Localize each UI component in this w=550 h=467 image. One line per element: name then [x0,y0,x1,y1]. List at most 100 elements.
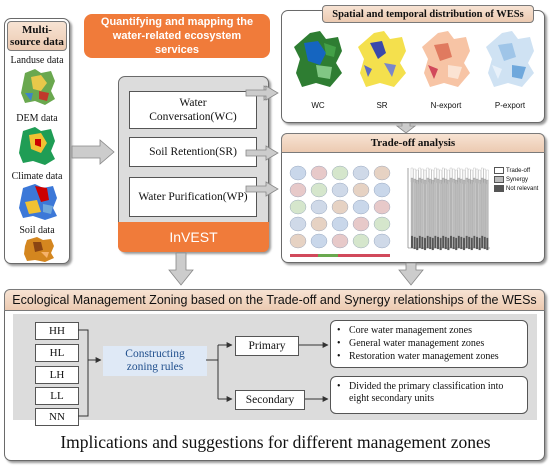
spatial-panel: Spatial and temporal distribution of WES… [281,5,545,123]
legend-item-synergy: Synergy [494,175,542,184]
tradeoff-panel: Trade-off analysis Trade-off Synergy Not… [281,133,545,263]
n-export-map-label: N-export [430,100,462,110]
arrow-invest-down [168,252,194,286]
mini-bar [431,237,434,251]
mini-bar [449,235,453,249]
mini-bar [416,237,419,251]
mini-map [373,182,391,198]
mini-map [331,182,349,198]
mini-bar [423,179,427,239]
mini-bar [457,177,460,237]
sr-map [358,31,406,87]
mini-map [331,216,349,232]
model-sr-box: Soil Retention(SR) [129,137,257,167]
mini-map [331,165,349,181]
mini-bar [473,235,476,249]
primary-box: Primary [235,336,299,356]
n-export-map [422,31,470,87]
secondary-box: Secondary [235,390,305,410]
mini-bar [418,235,421,249]
mini-bar [465,177,468,237]
mini-bar [444,178,447,238]
mini-map [289,216,307,232]
mini-map [310,216,328,232]
arrow-data-to-invest [71,139,115,165]
climate-map [19,184,57,220]
mini-bar [481,177,484,237]
mini-bar [434,177,437,237]
p-export-map-label: P-export [494,100,526,110]
mini-bar [452,178,455,238]
mini-bar [434,235,437,249]
mini-bar [470,237,473,251]
mini-bar [439,179,442,239]
secondary-units-box: • Divided the primary classification int… [330,376,528,414]
mini-bar [455,179,458,239]
mini-map [289,165,307,181]
mini-bar [442,177,445,237]
mini-map [373,216,391,232]
p-export-map [486,31,534,87]
tradeoff-title: Trade-off analysis [281,133,545,153]
primary-zone-core: •Core water management zones [337,325,473,336]
mini-bar [478,237,481,251]
mini-map [289,182,307,198]
primary-zone-restoration: •Restoration water management zones [337,351,499,362]
mini-bar [426,177,429,237]
mini-bar [418,177,421,237]
mini-bar [468,178,471,238]
tradeoff-bar-chart [407,167,490,251]
mini-bar [442,235,445,249]
mini-bar [483,178,486,238]
mini-bar [460,236,463,250]
mini-bar [481,235,484,249]
zoning-rules-box: Constructing zoning rules [103,346,207,376]
mini-bar [429,178,432,238]
mini-bar [421,236,424,250]
mini-bar [452,236,455,250]
mini-map [310,199,328,215]
mini-bar [475,236,479,250]
implications-text: Implications and suggestions for differe… [60,431,491,452]
mini-map [352,216,370,232]
mini-bar [486,237,489,251]
mini-bar [421,178,424,238]
code-ll: LL [35,387,79,405]
mini-bar [413,236,416,250]
invest-label: InVEST [118,222,269,252]
primary-zone-general: •General water management zones [337,338,485,349]
mini-bar [473,177,476,237]
mini-map [373,199,391,215]
mini-bar [447,179,450,239]
wc-map [294,31,342,87]
mini-map [331,199,349,215]
mini-bar [468,236,471,250]
code-hh: HH [35,322,79,340]
spatial-title: Spatial and temporal distribution of WES… [322,5,534,23]
wc-map-label: WC [311,100,325,110]
mini-map [352,182,370,198]
legend-item-not-relevant: Not relevant [494,184,542,193]
climate-label: Climate data [11,170,63,182]
dem-label: DEM data [16,112,58,124]
mini-map [310,182,328,198]
mini-bar [457,235,460,249]
mini-bar [460,178,463,238]
mini-bar [483,236,486,250]
primary-zones-list: •Core water management zones •General wa… [330,320,528,368]
tradeoff-maps-grid [289,165,391,257]
data-sources-header: Multi-source data [7,21,67,51]
mini-bar [449,177,453,237]
invest-panel: Water Conversation(WC) Soil Retention(SR… [118,76,269,252]
mini-map [310,233,328,249]
mini-bar [455,237,458,251]
arrow-spatial-to-tradeoff [395,122,417,134]
mini-bar [444,236,447,250]
mini-bar [416,179,419,239]
mini-map [289,233,307,249]
legend-item-tradeoff: Trade-off [494,166,542,175]
mini-bar [486,179,489,239]
mini-map [331,233,349,249]
soil-map [24,237,54,262]
soil-label: Soil data [19,224,55,236]
